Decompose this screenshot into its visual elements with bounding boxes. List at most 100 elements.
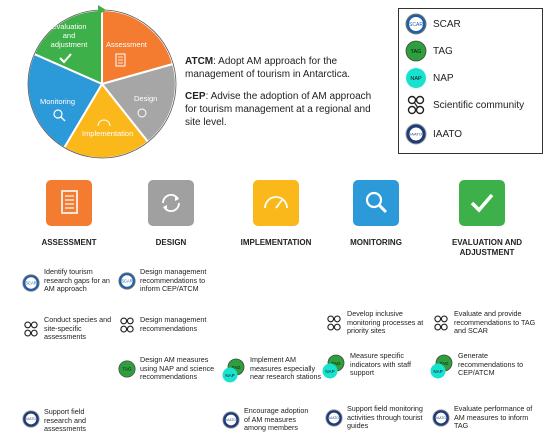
task-item: TAG NAP Generate recommendations to CEP/A…	[430, 351, 547, 380]
iaato-icon: IAATO	[222, 411, 240, 429]
iaato-icon-text: IAATO	[329, 416, 339, 420]
checkmark-icon	[59, 53, 72, 64]
scientific-community-icon	[24, 321, 38, 337]
tag-icon: TAG	[405, 40, 427, 62]
cep-text: : Advise the adoption of AM approach for…	[185, 91, 372, 128]
task-item: SCAR Design management recommendations t…	[118, 267, 223, 294]
tag-icon-text: TAG	[332, 361, 341, 366]
task-text: Evaluate performance of AM measures to i…	[454, 404, 533, 431]
stage-label-implementation: IMPLEMENTATION	[240, 238, 312, 247]
task-item: IAATO Support field monitoring activitie…	[325, 404, 427, 431]
iaato-icon-text: IAATO	[26, 417, 36, 421]
checkmark-icon	[470, 193, 494, 213]
stage-label-evaluation: EVALUATION AND ADJUSTMENT	[451, 238, 523, 257]
design-tile	[148, 180, 194, 226]
legend-item-scientific-community: Scientific community	[405, 94, 524, 116]
task-item: Design management recommendations	[118, 315, 223, 334]
iaato-icon-text: IAATO	[226, 418, 236, 422]
iaato-icon: IAATO	[325, 409, 343, 427]
tag-nap-icon: TAG NAP	[222, 358, 245, 383]
legend-label: NAP	[433, 72, 454, 84]
task-item: Develop inclusive monitoring processes a…	[325, 309, 427, 336]
scar-icon-text: SCAR	[409, 22, 423, 28]
legend-label: Scientific community	[433, 99, 525, 111]
task-item: TAG NAP Measure specific indicators with …	[322, 351, 427, 380]
nap-icon-text: NAP	[325, 369, 334, 374]
scientific-community-icon	[120, 317, 134, 333]
gauge-icon	[264, 196, 288, 209]
legend-label: IAATO	[433, 128, 463, 140]
scar-icon: SCAR	[118, 272, 136, 290]
legend-label: SCAR	[433, 18, 461, 30]
iaato-icon-text: IAATO	[436, 416, 446, 420]
task-item: IAATO Encourage adoption of AM measures …	[222, 406, 322, 433]
task-item: IAATO Evaluate performance of AM measure…	[432, 404, 547, 431]
cycle-label-implementation: Implementation	[82, 129, 134, 138]
cycle-arrows-icon	[162, 193, 180, 213]
iaato-icon: IAATO	[22, 410, 40, 428]
task-text: Design AM measures using NAP and science…	[140, 355, 215, 382]
nap-icon: NAP	[406, 68, 426, 88]
monitoring-tile	[353, 180, 399, 226]
task-item: TAG NAP Implement AM measures especially …	[222, 355, 322, 384]
cep-description: CEP: Advise the adoption of AM approach …	[185, 90, 385, 129]
legend-item-nap: NAP NAP	[405, 67, 454, 89]
tag-nap-icon: TAG NAP	[430, 354, 453, 379]
cycle-label-monitoring: Monitoring	[40, 97, 76, 106]
task-item: Evaluate and provide recommendations to …	[432, 309, 547, 336]
scar-icon-text: SCAR	[121, 279, 132, 284]
magnifier-icon	[53, 109, 66, 122]
legend-label: TAG	[433, 45, 453, 57]
nap-icon-text: NAP	[225, 373, 234, 378]
magnifier-icon	[365, 191, 388, 214]
tag-icon-text: TAG	[123, 367, 132, 372]
cycle-label-design: Design	[134, 94, 158, 103]
tag-nap-icon: TAG NAP	[322, 354, 345, 379]
cycle-arrows-icon	[137, 108, 147, 118]
checklist-icon	[115, 53, 126, 67]
task-text: Support field monitoring activities thro…	[347, 404, 423, 431]
checklist-icon	[61, 190, 78, 214]
atcm-text: : Adopt AM approach for the management o…	[185, 56, 351, 80]
task-text: Conduct species and site-specific assess…	[44, 315, 112, 342]
atcm-name: ATCM	[185, 56, 214, 67]
scientific-community-icon	[327, 315, 341, 331]
cycle-label-evaluation: Evaluation and adjustment	[50, 22, 88, 49]
scientific-community-icon	[407, 95, 425, 115]
task-text: Generate recommendations to CEP/ATCM	[458, 351, 524, 378]
task-item: TAG Design AM measures using NAP and sci…	[118, 355, 223, 382]
task-text: Design management recommendations to inf…	[140, 267, 207, 294]
tag-icon-text: TAG	[440, 361, 449, 366]
scar-icon: SCAR	[405, 13, 427, 35]
scientific-community-icon	[434, 315, 448, 331]
adaptive-management-cycle	[26, 5, 177, 160]
legend: SCAR SCAR TAG TAG NAP NAP Scientific com…	[398, 8, 543, 154]
gauge-icon	[97, 119, 111, 127]
task-text: Develop inclusive monitoring processes a…	[347, 309, 424, 336]
nap-icon-text: NAP	[410, 76, 422, 82]
nap-icon-text: NAP	[433, 369, 442, 374]
tag-icon-text: TAG	[232, 365, 241, 370]
evaluation-tile	[459, 180, 505, 226]
implementation-tile	[253, 180, 299, 226]
task-text: Design management recommendations	[140, 315, 207, 333]
iaato-icon: IAATO	[405, 123, 427, 145]
iaato-icon: IAATO	[432, 409, 450, 427]
task-text: Encourage adoption of AM measures among …	[244, 406, 309, 433]
task-item: Conduct species and site-specific assess…	[22, 315, 117, 342]
task-text: Measure specific indicators with staff s…	[350, 351, 411, 378]
atcm-description: ATCM: Adopt AM approach for the manageme…	[185, 55, 395, 81]
task-item: SCAR Identify tourism research gaps for …	[22, 267, 117, 294]
scar-icon-text: SCAR	[25, 281, 36, 286]
scar-icon: SCAR	[22, 274, 40, 292]
task-item: IAATO Support field research and assessm…	[22, 407, 117, 434]
cep-name: CEP	[185, 91, 206, 102]
stage-label-assessment: ASSESSMENT	[41, 238, 97, 247]
stage-label-monitoring: MONITORING	[350, 238, 402, 247]
iaato-icon-text: IAATO	[410, 132, 422, 137]
legend-item-scar: SCAR SCAR	[405, 13, 461, 35]
task-text: Implement AM measures especially near re…	[250, 355, 322, 382]
task-text: Identify tourism research gaps for an AM…	[44, 267, 110, 294]
task-text: Evaluate and provide recommendations to …	[454, 309, 536, 336]
assessment-tile	[46, 180, 92, 226]
